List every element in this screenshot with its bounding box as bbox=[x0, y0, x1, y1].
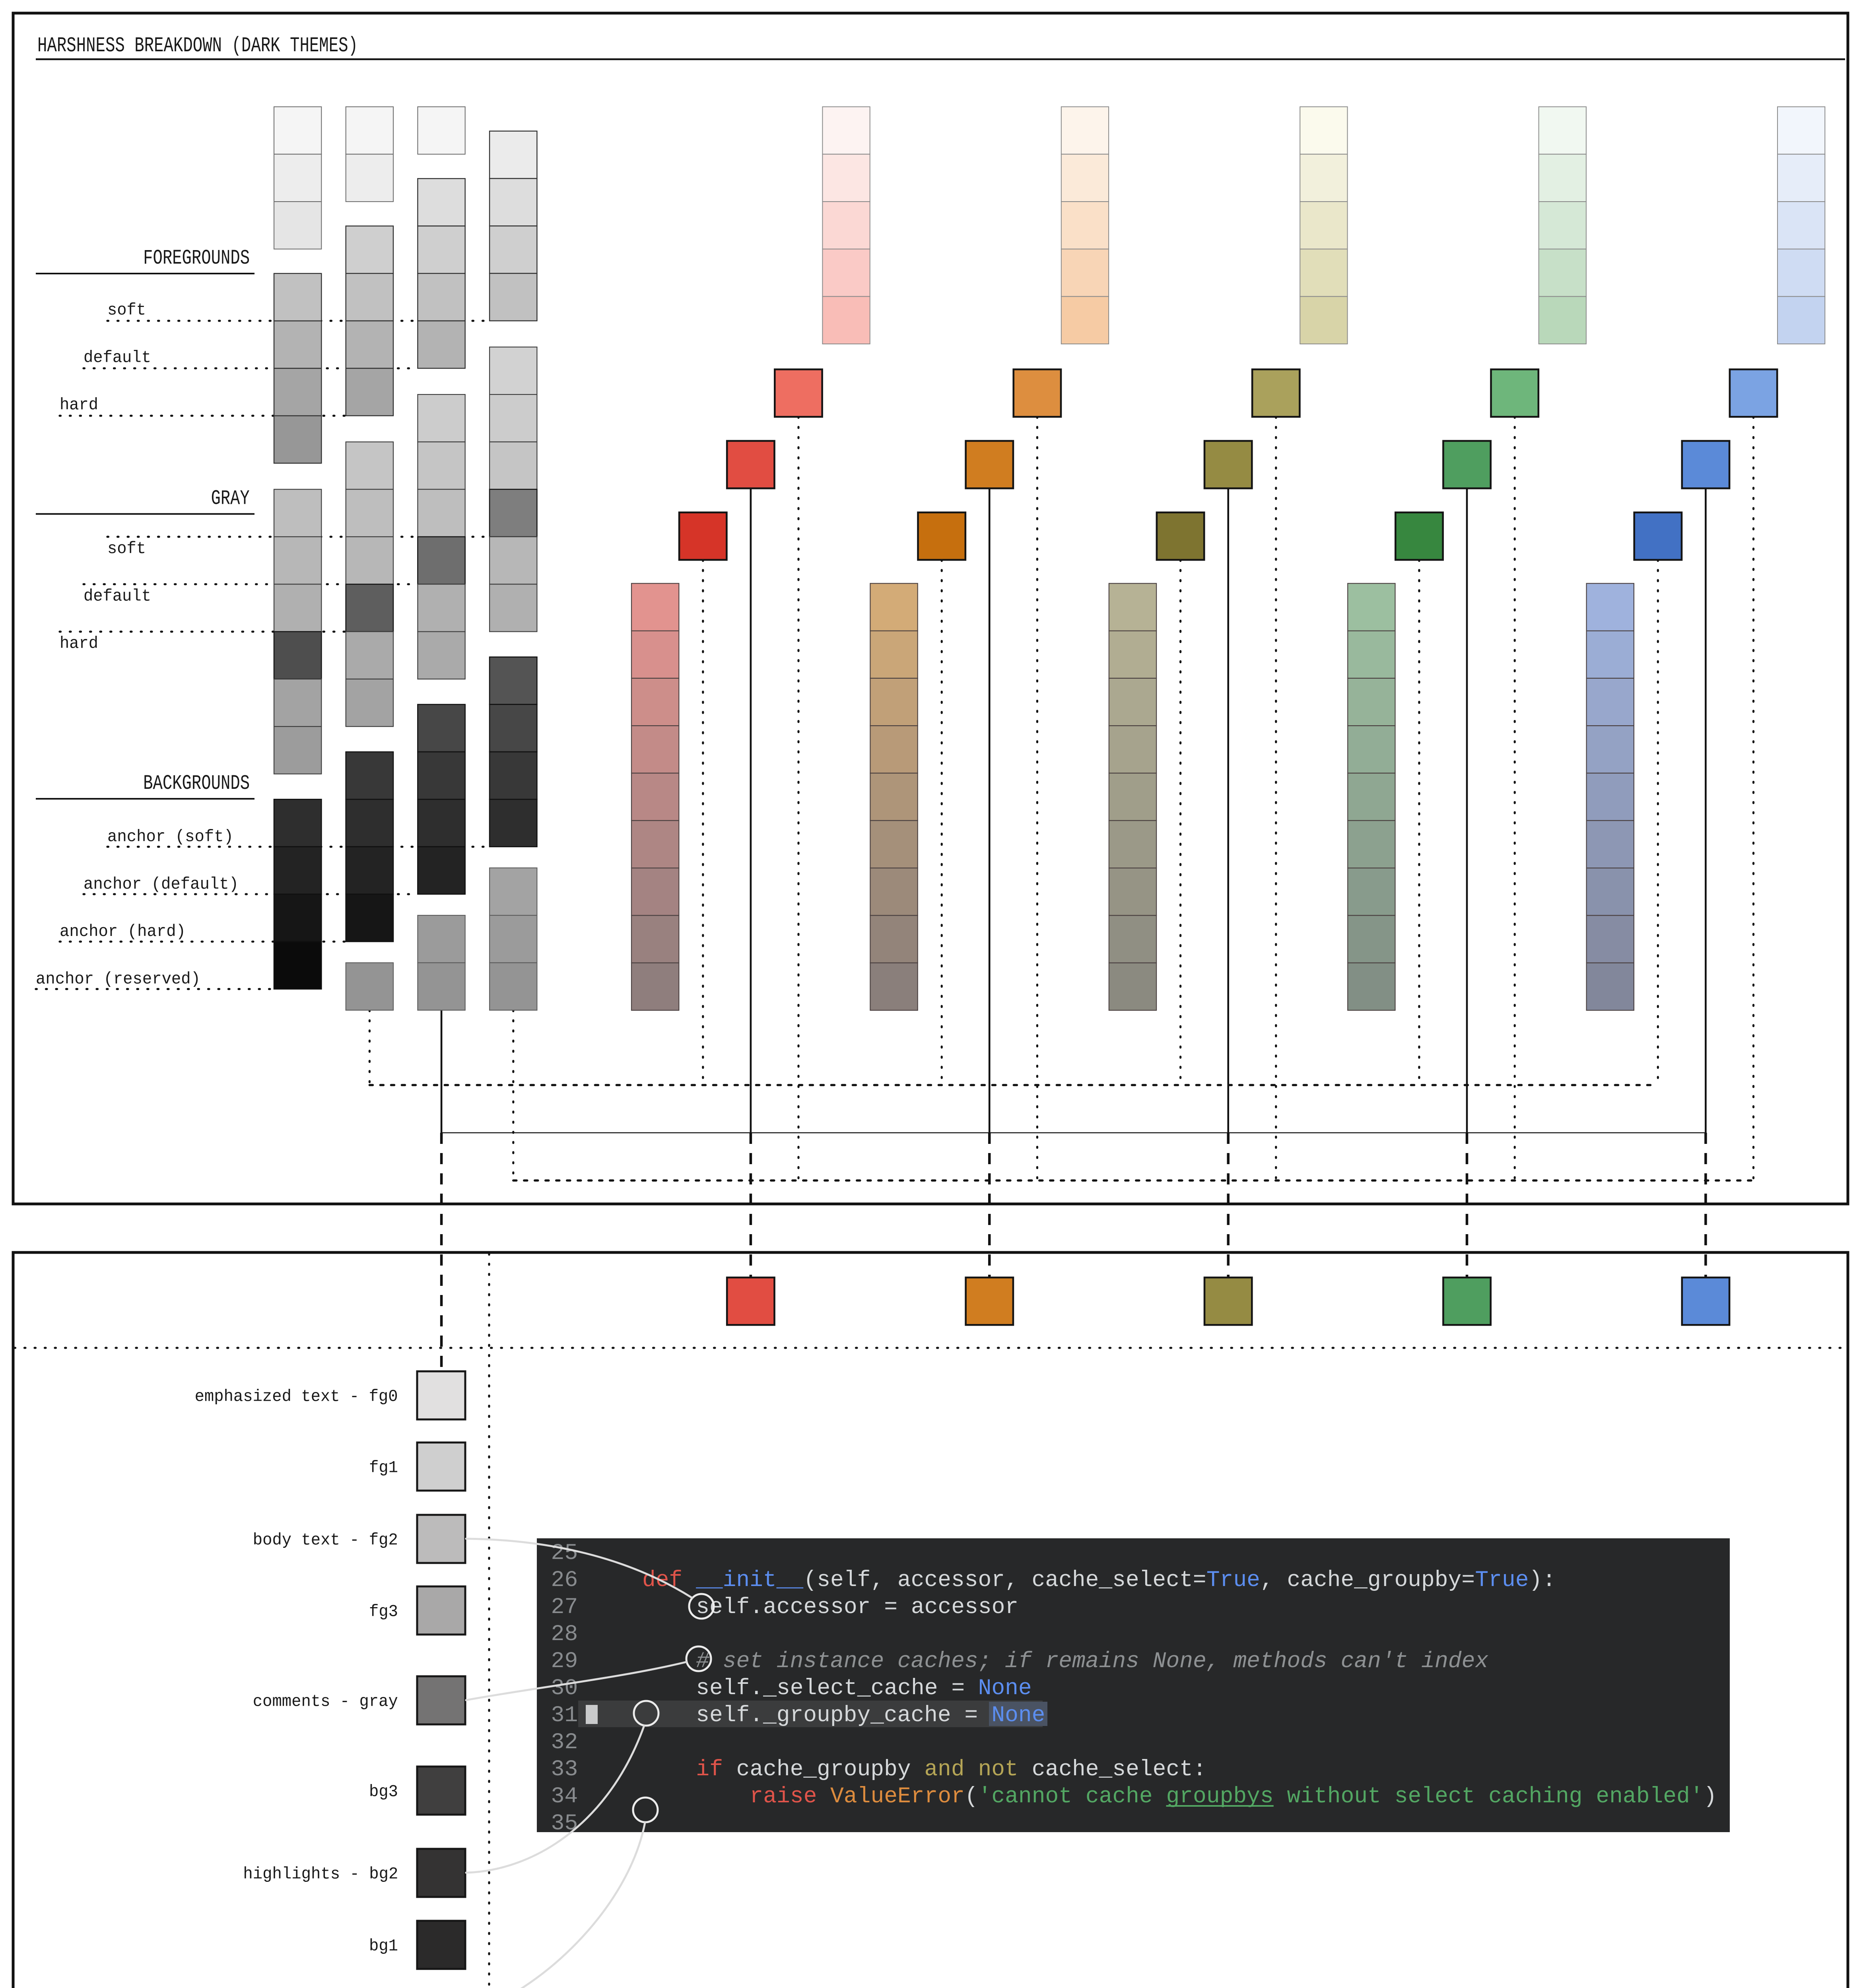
svg-text:emphasized text - fg0: emphasized text - fg0 bbox=[195, 1388, 398, 1406]
svg-text:anchor (reserved): anchor (reserved) bbox=[36, 970, 200, 989]
svg-text:and: and bbox=[925, 1757, 965, 1782]
svg-text:GRAY: GRAY bbox=[211, 487, 250, 511]
svg-text:, cache_groupby=: , cache_groupby= bbox=[1260, 1567, 1475, 1593]
svg-text:): ) bbox=[1704, 1784, 1717, 1809]
svg-text:comments - gray: comments - gray bbox=[253, 1693, 398, 1711]
svg-text:self._select_cache =: self._select_cache = bbox=[696, 1675, 965, 1701]
svg-text:anchor (hard): anchor (hard) bbox=[60, 922, 186, 941]
svg-text:if: if bbox=[696, 1757, 723, 1782]
svg-text:True: True bbox=[1475, 1567, 1529, 1593]
svg-text:# set instance caches; if rema: # set instance caches; if remains None, … bbox=[696, 1648, 1488, 1674]
svg-text:26: 26 bbox=[551, 1567, 578, 1593]
svg-text:cache_select:: cache_select: bbox=[1032, 1757, 1206, 1782]
svg-text:anchor (default): anchor (default) bbox=[84, 875, 239, 894]
svg-text:hard: hard bbox=[60, 396, 98, 415]
svg-text:25: 25 bbox=[551, 1540, 578, 1566]
svg-text:self._groupby_cache =: self._groupby_cache = bbox=[696, 1703, 978, 1728]
svg-text:'cannot cache groupbys without: 'cannot cache groupbys without select ca… bbox=[978, 1784, 1704, 1809]
svg-text:body text - fg2: body text - fg2 bbox=[253, 1531, 398, 1550]
svg-text:ValueError: ValueError bbox=[830, 1784, 965, 1809]
svg-text:self.accessor = accessor: self.accessor = accessor bbox=[696, 1594, 1018, 1620]
svg-text:fg3: fg3 bbox=[369, 1603, 398, 1621]
svg-text:):: ): bbox=[1529, 1567, 1556, 1593]
svg-text:29: 29 bbox=[551, 1648, 578, 1674]
svg-text:(: ( bbox=[965, 1784, 978, 1809]
svg-text:33: 33 bbox=[551, 1757, 578, 1782]
svg-text:anchor (soft): anchor (soft) bbox=[107, 828, 233, 846]
svg-text:__init__: __init__ bbox=[695, 1567, 804, 1593]
svg-text:highlights - bg2: highlights - bg2 bbox=[243, 1865, 398, 1884]
svg-text:default: default bbox=[84, 587, 151, 606]
svg-text:fg1: fg1 bbox=[369, 1459, 398, 1477]
svg-text:soft: soft bbox=[107, 301, 146, 320]
svg-text:cache_groupby: cache_groupby bbox=[736, 1757, 911, 1782]
svg-text:FOREGROUNDS: FOREGROUNDS bbox=[143, 247, 250, 270]
svg-text:(self, accessor, cache_select=: (self, accessor, cache_select= bbox=[804, 1567, 1206, 1593]
svg-text:True: True bbox=[1206, 1567, 1260, 1593]
svg-text:raise: raise bbox=[750, 1784, 817, 1809]
svg-text:27: 27 bbox=[551, 1594, 578, 1620]
svg-text:bg1: bg1 bbox=[369, 1937, 398, 1956]
svg-text:28: 28 bbox=[551, 1621, 578, 1647]
svg-text:bg3: bg3 bbox=[369, 1783, 398, 1802]
svg-text:31: 31 bbox=[551, 1703, 578, 1728]
svg-text:30: 30 bbox=[551, 1675, 578, 1701]
svg-text:not: not bbox=[978, 1757, 1018, 1782]
svg-text:default: default bbox=[84, 348, 151, 367]
svg-text:BACKGROUNDS: BACKGROUNDS bbox=[143, 772, 250, 795]
svg-text:34: 34 bbox=[551, 1784, 578, 1809]
svg-text:None: None bbox=[978, 1675, 1032, 1701]
svg-text:32: 32 bbox=[551, 1730, 578, 1755]
svg-text:soft: soft bbox=[107, 540, 146, 558]
svg-text:35: 35 bbox=[551, 1811, 578, 1836]
svg-text:hard: hard bbox=[60, 635, 98, 653]
svg-text:None: None bbox=[991, 1703, 1045, 1728]
svg-text:HARSHNESS BREAKDOWN (DARK THEM: HARSHNESS BREAKDOWN (DARK THEMES) bbox=[37, 34, 358, 58]
